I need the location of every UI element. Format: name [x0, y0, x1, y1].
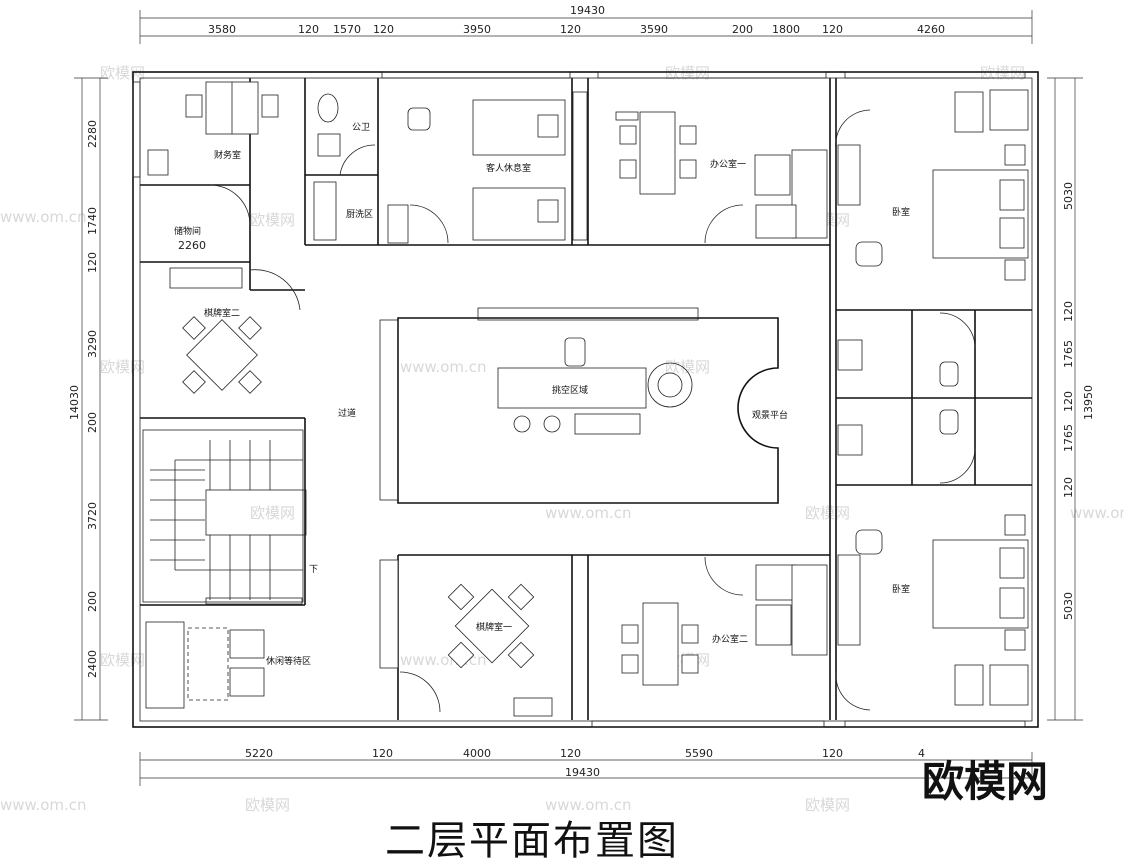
top-dim-11: 4260 — [917, 23, 945, 36]
left-dim-6: 3720 — [86, 502, 99, 530]
room-label-viewing: 观景平台 — [752, 409, 788, 421]
top-dim-10: 120 — [822, 23, 843, 36]
right-dim-2: 120 — [1062, 301, 1075, 322]
left-dim-3: 120 — [86, 252, 99, 273]
bottom-dim-2: 120 — [372, 747, 393, 760]
right-dim-6: 120 — [1062, 477, 1075, 498]
left-dim-5: 200 — [86, 412, 99, 433]
bottom-dim-5: 5590 — [685, 747, 713, 760]
room-label-guest-rest: 客人休息室 — [486, 162, 531, 174]
outer-walls — [132, 71, 1039, 728]
bottom-dim-6: 120 — [822, 747, 843, 760]
room-label-lounge: 休闲等待区 — [266, 655, 311, 667]
top-dim-5: 3950 — [463, 23, 491, 36]
chess1-furniture — [379, 559, 553, 717]
left-dim-7: 200 — [86, 591, 99, 612]
bottom-dim-4: 120 — [560, 747, 581, 760]
watermark-4: 欧模网 — [250, 211, 295, 229]
top-bedroom-furniture — [837, 89, 1029, 281]
room-label-atrium: 挑空区域 — [552, 384, 588, 396]
watermark-url-3: www.om.cn — [545, 504, 632, 522]
finance-furniture — [147, 81, 279, 176]
watermark-url-1: www.om.cn — [0, 208, 87, 226]
bottom-dim-1: 5220 — [245, 747, 273, 760]
right-dim-3: 1765 — [1062, 340, 1075, 368]
room-label-finance: 财务室 — [214, 149, 241, 161]
windows — [132, 71, 1026, 728]
watermarks: 欧模网 欧模网 欧模网 欧模网 欧模网 欧模网 欧模网 欧模网 欧模网 欧模网 … — [0, 64, 1124, 814]
watermark-2: 欧模网 — [665, 64, 710, 82]
watermark-12: 欧模网 — [245, 796, 290, 814]
page-title: 二层平面布置图 — [385, 818, 679, 864]
bottom-dim-7: 4 — [918, 747, 925, 760]
top-dim-9: 1800 — [772, 23, 800, 36]
toilet-fixtures — [313, 93, 409, 244]
stairs — [142, 429, 307, 605]
watermark-9: 欧模网 — [805, 504, 850, 522]
room-label-kitchen: 厨洗区 — [346, 208, 373, 220]
top-dim-2: 120 — [298, 23, 319, 36]
brand-logo: 欧模网 — [922, 757, 1049, 806]
room-label-toilet: 公卫 — [352, 122, 370, 133]
bottom-total-dim: 19430 — [565, 766, 600, 779]
left-dim-2: 1740 — [86, 207, 99, 235]
room-label-storage: 储物间 — [174, 225, 201, 237]
room-label-corridor: 过道 — [338, 407, 356, 419]
left-total-dim: 14030 — [68, 385, 81, 420]
bottom-dimensions: 5220 120 4000 120 5590 120 4 19430 — [245, 747, 925, 779]
top-dim-4: 120 — [373, 23, 394, 36]
room-label-bedroom-bottom: 卧室 — [892, 583, 910, 595]
watermark-url-5: www.om.cn — [400, 651, 487, 669]
watermark-6: 欧模网 — [100, 358, 145, 376]
door-swings — [209, 109, 976, 713]
top-dim-8: 200 — [732, 23, 753, 36]
right-dim-5: 1765 — [1062, 424, 1075, 452]
watermark-url-7: www.om.cn — [545, 796, 632, 814]
watermark-7: 欧模网 — [665, 358, 710, 376]
room-label-bedroom-top: 卧室 — [892, 206, 910, 218]
top-dim-1: 3580 — [208, 23, 236, 36]
room-labels: 财务室 公卫 储物间 2260 厨洗区 客人休息室 办公室一 卧室 棋牌室二 过… — [174, 122, 910, 667]
left-dim-1: 2280 — [86, 120, 99, 148]
dimension-lines — [74, 10, 1083, 786]
office2-furniture — [621, 564, 828, 686]
right-dim-4: 120 — [1062, 391, 1075, 412]
watermark-url-4: www.om.cn — [1070, 504, 1124, 522]
watermark-8: 欧模网 — [250, 504, 295, 522]
right-dimensions: 5030 120 1765 120 1765 120 5030 13950 — [1062, 182, 1095, 620]
room-label-chess1: 棋牌室一 — [476, 621, 512, 633]
bottom-dim-3: 4000 — [463, 747, 491, 760]
interior-walls — [140, 78, 1032, 720]
chess2-furniture — [169, 267, 262, 394]
room-label-office2: 办公室二 — [712, 633, 748, 645]
watermark-1: 欧模网 — [100, 64, 145, 82]
watermark-10: 欧模网 — [100, 651, 145, 669]
left-dimensions: 14030 2280 1740 120 3290 200 3720 200 24… — [68, 120, 99, 678]
bottom-bedroom-furniture — [837, 514, 1029, 706]
office1-furniture — [615, 111, 828, 239]
right-dim-7: 5030 — [1062, 592, 1075, 620]
left-dim-4: 3290 — [86, 330, 99, 358]
room-label-office1: 办公室一 — [710, 158, 746, 170]
top-dim-7: 3590 — [640, 23, 668, 36]
left-dim-8: 2400 — [86, 650, 99, 678]
top-dim-6: 120 — [560, 23, 581, 36]
bathroom-fixtures — [837, 339, 959, 456]
watermark-3: 欧模网 — [980, 64, 1025, 82]
right-dim-1: 5030 — [1062, 182, 1075, 210]
stairs-down-label: 下 — [309, 565, 318, 575]
top-dim-3: 1570 — [333, 23, 361, 36]
top-total-dim: 19430 — [570, 4, 605, 17]
lounge-furniture — [145, 621, 265, 709]
right-total-dim: 13950 — [1082, 385, 1095, 420]
watermark-13: 欧模网 — [805, 796, 850, 814]
atrium — [379, 307, 779, 504]
storage-width-dim: 2260 — [178, 239, 206, 252]
watermark-url-6: www.om.cn — [0, 796, 87, 814]
room-label-chess2: 棋牌室二 — [204, 307, 240, 319]
guest-beds — [407, 91, 588, 241]
top-dimensions: 19430 3580 120 1570 120 3950 120 3590 20… — [208, 4, 945, 36]
watermark-url-2: www.om.cn — [400, 358, 487, 376]
